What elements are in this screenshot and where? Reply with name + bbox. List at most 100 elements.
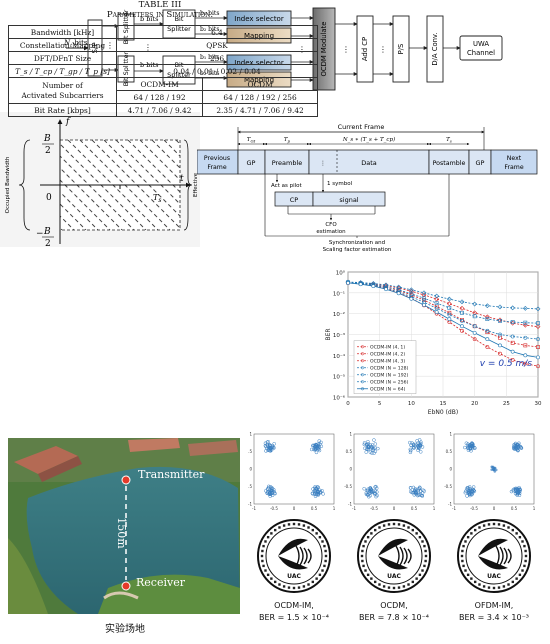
- axis-tick-label: 1: [433, 506, 436, 511]
- x-tick-label: 30: [535, 401, 542, 407]
- logo-ring-glyph: [287, 523, 291, 526]
- b-half-top-den: 2: [45, 146, 51, 156]
- constellation-point: [264, 449, 268, 453]
- b-bits-label-1: b bits: [140, 15, 158, 23]
- logo-ring-glyph: [482, 524, 486, 527]
- series-point: [460, 324, 464, 329]
- logo-ring-glyph: [260, 554, 264, 558]
- logo-ring-glyph: [262, 544, 265, 548]
- constellation-point: [412, 493, 417, 497]
- series-point: [446, 301, 452, 307]
- series-point: [523, 353, 528, 358]
- legend-marker: [360, 387, 365, 391]
- constellation-point: [367, 494, 371, 499]
- axis-tick-label: 1: [333, 506, 336, 511]
- logo-text: UAC: [487, 573, 501, 580]
- logo-ring-glyph: [297, 586, 301, 589]
- logo-ring-glyph: [364, 569, 367, 572]
- legend-marker: [360, 359, 365, 363]
- axis-tick-label: -1: [252, 506, 256, 511]
- constellation-point: [313, 484, 317, 489]
- logo-wave: [495, 545, 500, 567]
- index-selector-label-1: Index selector: [234, 15, 284, 23]
- table-cell-label: Bandwidth [kHz]: [8, 25, 117, 39]
- logo-ring-glyph: [464, 540, 467, 543]
- table-row: T_s / T_cp / T_gp / T_p [s]0.04 / 0.01 /…: [8, 64, 318, 78]
- axis-tick-label: 0: [293, 506, 296, 511]
- table-cell-label: Activated Subcarriers: [21, 90, 104, 100]
- series-point: [535, 306, 541, 312]
- axis-tick-label: 0.5: [311, 506, 318, 511]
- y-tick-label: 10⁻⁶: [333, 395, 346, 402]
- axis-tick-label: 0: [249, 467, 252, 472]
- legend-entry: OCDM (N = 64): [370, 387, 406, 393]
- series-point: [422, 303, 426, 307]
- axis-tick-label: 0: [393, 506, 396, 511]
- axis-tick-label: 1: [533, 506, 536, 511]
- svg-text:Synchronization and: Synchronization and: [329, 240, 385, 246]
- frame-structure-diagram: Current Frame TGI Tp N_s ∗ (T_s + T_cp) …: [197, 123, 538, 253]
- series-point: [523, 361, 528, 366]
- logo-ring-glyph: [462, 564, 465, 568]
- logo-ring-glyph: [461, 559, 464, 563]
- series-point: [447, 310, 452, 315]
- logo-ring-glyph: [370, 577, 373, 580]
- constellation-point: [313, 490, 317, 495]
- logo-ring-glyph: [307, 583, 310, 586]
- ps-label: P/S: [397, 44, 405, 55]
- logo-ring-glyph: [270, 532, 273, 535]
- table-cell-value: 64 / 128 / 192 / 256: [202, 90, 318, 104]
- logo-ring-glyph: [264, 569, 267, 572]
- constellation-point: [517, 493, 522, 498]
- series-point: [383, 282, 389, 288]
- series-point: [346, 280, 350, 285]
- series-point: [447, 312, 452, 317]
- logo-ring-glyph: [492, 586, 496, 590]
- logo-ring-glyph: [415, 577, 418, 580]
- y-tick-label: 10⁰: [336, 270, 346, 277]
- legend-entry: OCDM (N = 128): [370, 366, 409, 372]
- receiver-marker: [121, 581, 131, 591]
- logo-ring-glyph: [460, 554, 464, 558]
- series-point: [485, 317, 490, 321]
- table-col-header-ocdm-im: OCDM-IM: [115, 77, 204, 91]
- x-tick-label: 25: [503, 401, 510, 407]
- transmitter-marker: [121, 475, 131, 485]
- cp-label: CP: [290, 196, 299, 204]
- logo-ring-glyph: [261, 549, 264, 553]
- series-point: [371, 284, 376, 289]
- x-axis-label: EbN0 (dB): [428, 409, 458, 416]
- constellation-point: [273, 491, 277, 496]
- logo-ring-glyph: [311, 580, 315, 584]
- axis-tick-label: 0: [449, 467, 452, 472]
- logo-ring-glyph: [324, 549, 327, 553]
- hatch-line: [60, 191, 99, 230]
- axis-tick-label: 1: [449, 432, 452, 437]
- series-point: [485, 337, 490, 342]
- series-point: [536, 355, 540, 360]
- logo-wave: [303, 547, 308, 565]
- logo-ring-glyph: [466, 573, 470, 577]
- logo-ring-glyph: [307, 526, 310, 529]
- logo-ring-glyph: [507, 526, 510, 529]
- series-point: [498, 332, 502, 337]
- constellation-point: [517, 441, 521, 446]
- constellation-point: [370, 451, 374, 455]
- constellation-point: [313, 448, 317, 452]
- logo-ring-glyph: [282, 585, 286, 588]
- logo-emblem: [378, 538, 408, 556]
- logo-ring-glyph: [287, 586, 291, 589]
- logo-ring-glyph: [297, 523, 301, 526]
- logo-ring-glyph: [487, 523, 491, 526]
- constellation-point: [517, 487, 522, 492]
- constellation-point: [264, 444, 268, 449]
- series-point: [510, 358, 515, 362]
- add-cp-block: [356, 15, 374, 83]
- svg-text:Bit: Bit: [175, 15, 184, 23]
- series-point: [434, 306, 439, 311]
- constellation-point: [463, 489, 468, 493]
- series-point: [472, 314, 477, 319]
- series-point: [472, 330, 477, 335]
